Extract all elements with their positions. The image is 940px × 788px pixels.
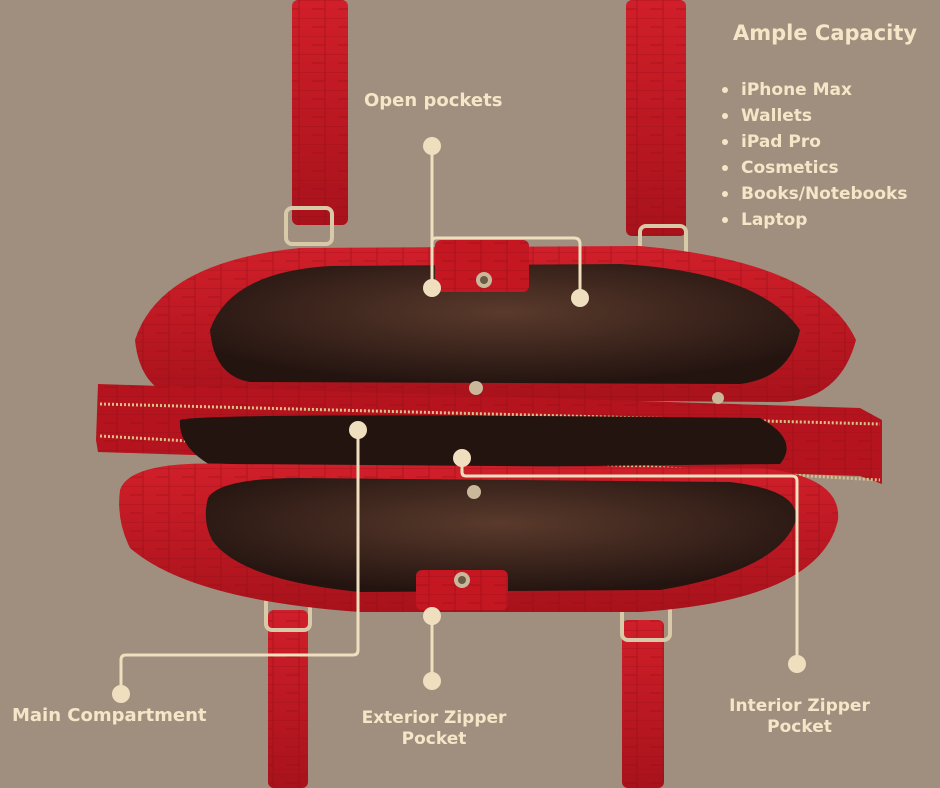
interior-zipper-pocket-label: Interior Zipper Pocket	[712, 696, 887, 739]
zipper-section	[96, 381, 882, 484]
open-pockets-label: Open pockets	[364, 90, 503, 111]
callout-dot-exterior-top	[423, 607, 441, 625]
callout-line-main-compartment	[119, 430, 360, 694]
interior-zipper-line2: Pocket	[767, 717, 832, 738]
capacity-item: Wallets	[722, 103, 907, 129]
lower-compartment	[119, 463, 839, 612]
callout-dot-interior-zip	[453, 449, 471, 467]
capacity-item: Laptop	[722, 207, 907, 233]
capacity-item: Cosmetics	[722, 155, 907, 181]
bottom-handle-right	[620, 602, 672, 788]
capacity-list: iPhone Max Wallets iPad Pro Cosmetics Bo…	[722, 77, 907, 233]
main-compartment-label: Main Compartment	[12, 705, 207, 726]
top-handle-right	[626, 0, 688, 262]
callout-dots	[112, 137, 806, 703]
open-pocket-flap	[435, 240, 529, 292]
callout-line-interior-pocket	[460, 458, 799, 664]
top-handle-left	[284, 0, 348, 246]
capacity-title: Ample Capacity	[733, 21, 918, 45]
callout-dot-open-right	[571, 289, 589, 307]
exterior-pocket-flap	[416, 570, 508, 610]
callout-dot-main-zip	[349, 421, 367, 439]
exterior-zipper-pocket-label: Exterior Zipper Pocket	[344, 708, 524, 751]
callout-dot-interior-end	[788, 655, 806, 673]
capacity-item: iPad Pro	[722, 129, 907, 155]
callout-dot-main-end	[112, 685, 130, 703]
callout-line-open-pockets-b	[430, 236, 582, 298]
callout-dot-open-top	[423, 137, 441, 155]
callout-dot-open-left	[423, 279, 441, 297]
exterior-zipper-line1: Exterior Zipper	[361, 708, 507, 728]
callout-lines	[119, 146, 799, 694]
callout-dot-exterior-end	[423, 672, 441, 690]
interior-zipper-line1: Interior Zipper	[729, 696, 870, 716]
capacity-item: iPhone Max	[722, 77, 907, 103]
upper-compartment	[135, 246, 856, 402]
exterior-zipper-line2: Pocket	[401, 729, 467, 750]
capacity-item: Books/Notebooks	[722, 181, 907, 207]
bottom-handle-left	[264, 594, 312, 788]
